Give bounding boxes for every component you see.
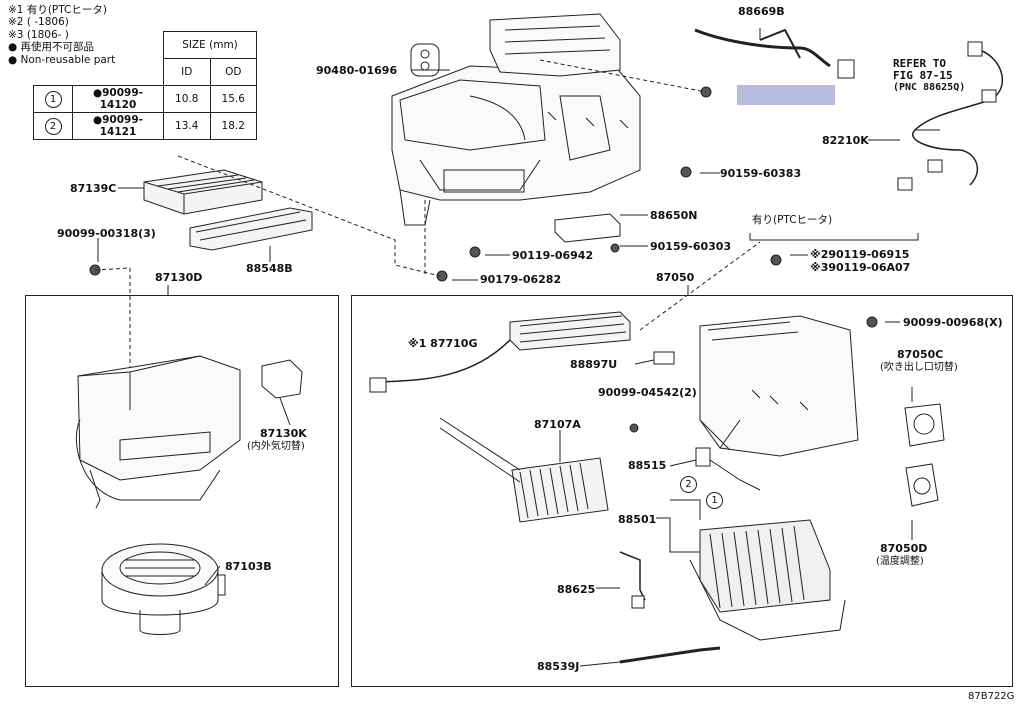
size-row-part: ●90099-14121 <box>72 112 164 140</box>
label-90099-00968: 90099-00968(X) <box>903 316 1003 329</box>
ptc-heater-drawing <box>369 311 631 393</box>
label-88539j: 88539J <box>537 660 580 673</box>
mark-circle-2: 2 <box>44 117 62 135</box>
dashed-leaders <box>94 59 761 410</box>
upper-case-drawing <box>391 13 641 226</box>
size-row-part: ●90099-14120 <box>72 85 164 113</box>
size-row: 1 ●90099-14120 10.8 15.6 <box>33 85 257 113</box>
frame-blower-assembly <box>25 295 339 687</box>
note-ptc: ※1 有り(PTCヒータ) <box>8 4 107 16</box>
label-88669b: 88669B <box>738 5 785 18</box>
note-non-reusable-jp: ● 再使用不可部品 <box>8 41 94 54</box>
size-table: SIZE (mm) ID OD 1 ●90099-14120 10.8 15.6… <box>33 31 257 140</box>
heater-core-drawing <box>439 417 609 523</box>
label-82210k: 82210K <box>822 134 869 147</box>
label-90099-04542: 90099-04542(2) <box>598 386 697 399</box>
refer-note: REFER TO FIG 87-15 (PNC 88625Q) <box>893 58 965 94</box>
blower-case-drawing <box>75 355 241 509</box>
heater-case-drawing <box>699 315 859 457</box>
sensor-88897u-drawing <box>653 351 675 365</box>
size-header: SIZE (mm) <box>163 31 257 59</box>
label-90119-06915: ※290119-06915 <box>810 248 910 261</box>
label-87050d-sub: (温度調整) <box>876 556 924 567</box>
label-88897u: 88897U <box>570 358 618 371</box>
label-87130d: 87130D <box>155 271 203 284</box>
refer-line-2: FIG 87-15 <box>893 69 953 82</box>
wire-harness-88669b-drawing <box>694 28 855 79</box>
size-row: 2 ●90099-14121 13.4 18.2 <box>33 112 257 140</box>
mark-circle-1: 1 <box>44 90 62 108</box>
frame-heater-assembly <box>351 295 1013 687</box>
servo-87050c-drawing <box>904 403 945 447</box>
note-non-reusable-en: ● Non-reusable part <box>8 53 116 66</box>
label-90099-00318: 90099-00318(3) <box>57 227 156 240</box>
size-row-od: 18.2 <box>209 112 257 140</box>
label-87050c: 87050C <box>897 348 944 361</box>
drain-hose-drawing <box>619 646 721 664</box>
blower-motor-drawing <box>101 543 226 635</box>
size-row-od: 15.6 <box>209 85 257 113</box>
solid-leaders <box>97 28 919 667</box>
figure-code: 87B722G <box>968 691 1015 702</box>
highlight-bar <box>737 85 835 105</box>
note-date-after: ※3 (1806- ) <box>8 28 69 41</box>
label-87103b: 87103B <box>225 560 272 573</box>
label-88515: 88515 <box>628 459 667 472</box>
label-90159-60383: 90159-60383 <box>720 167 802 180</box>
wire-harness-82210k-drawing <box>897 41 1004 191</box>
servo-87130k-drawing <box>261 359 303 399</box>
air-filter-drawing <box>143 169 263 215</box>
mark-circle-1: 1 <box>706 492 723 509</box>
label-90480-01696: 90480-01696 <box>316 64 398 77</box>
bolts-drawing <box>89 86 878 433</box>
label-87710g: ※1 87710G <box>408 337 478 350</box>
label-87107a: 87107A <box>534 418 581 431</box>
label-88625: 88625 <box>557 583 596 596</box>
label-88548b: 88548B <box>246 262 293 275</box>
expansion-valve-drawing <box>695 447 761 491</box>
label-90179-06282: 90179-06282 <box>480 273 562 286</box>
filter-frame-drawing <box>189 207 313 251</box>
note-date-before: ※2 ( -1806) <box>8 16 69 29</box>
evaporator-drawing <box>689 519 846 641</box>
sensor-88625-drawing <box>619 551 646 609</box>
size-col-od: OD <box>209 58 257 86</box>
label-90159-60303: 90159-60303 <box>650 240 732 253</box>
label-90119-06a07: ※390119-06A07 <box>810 261 911 274</box>
grommet-drawing <box>410 43 440 77</box>
notes-block: ※1 有り(PTCヒータ) ※2 ( -1806) ※3 (1806- ) ● … <box>8 4 115 66</box>
label-87139c: 87139C <box>70 182 117 195</box>
label-87130k-sub: (内外気切替) <box>247 441 305 452</box>
label-87050c-sub: (吹き出し口切替) <box>880 362 958 373</box>
label-90119-06942: 90119-06942 <box>512 249 594 262</box>
label-ptc-heater-note: 有り(PTCヒータ) <box>752 214 833 226</box>
label-87050d: 87050D <box>880 542 928 555</box>
ecu-drawing <box>554 213 621 243</box>
label-88650n: 88650N <box>650 209 698 222</box>
label-88501: 88501 <box>618 513 657 526</box>
label-87050: 87050 <box>656 271 695 284</box>
refer-line-3: (PNC 88625Q) <box>893 82 966 93</box>
label-87130k: 87130K <box>260 427 307 440</box>
servo-87050d-drawing <box>905 463 939 507</box>
refer-line-1: REFER TO <box>893 57 946 70</box>
mark-circle-2: 2 <box>680 476 697 493</box>
